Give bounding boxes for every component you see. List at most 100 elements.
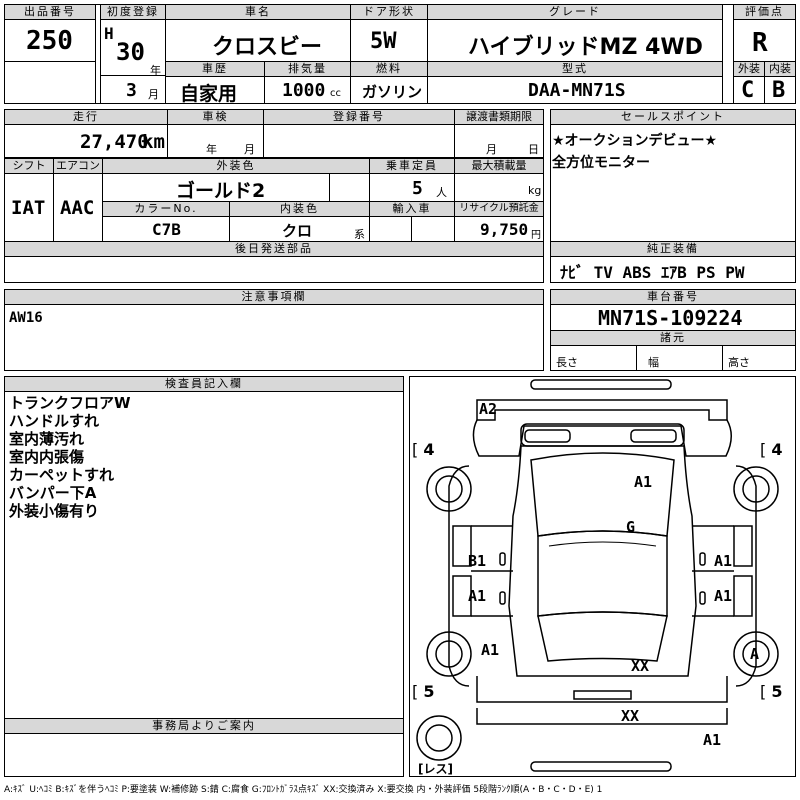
note-line: 室内薄汚れ — [9, 430, 85, 448]
spare-tire-status: [レス] — [418, 762, 453, 776]
score: R — [752, 28, 768, 58]
tire-fl-tread: [ 4 — [412, 440, 435, 459]
color-no: C7B — [152, 220, 181, 239]
lot-no-blank — [4, 61, 96, 104]
max-load-cell — [454, 173, 544, 202]
tire-rr-value: 5 — [771, 682, 783, 701]
transfer-day: 日 — [528, 143, 539, 156]
lot-no-label: 出品番号 — [4, 4, 96, 20]
caution: AW16 — [9, 310, 43, 326]
equipment-label: 純正装備 — [550, 241, 796, 257]
int-color-cell — [229, 216, 370, 242]
capacity-unit: 人 — [436, 186, 447, 199]
lot-no-cell — [4, 19, 96, 62]
inspection-cell — [167, 124, 264, 158]
max-load-unit: kg — [528, 184, 542, 197]
tire-rl-tread: [ 5 — [412, 682, 435, 701]
score-cell — [733, 19, 796, 62]
int-color-unit: 系 — [354, 228, 365, 241]
transfer-cell — [454, 124, 544, 158]
tire-rr-tread: [ 5 — [760, 682, 783, 701]
mark-roof-rear: XX — [631, 657, 650, 675]
equipment-cell — [550, 256, 796, 283]
chassis-label: 車台番号 — [550, 289, 796, 305]
note-line: 外装小傷有り — [9, 502, 100, 520]
grade: ハイブリッドMZ 4WD — [468, 35, 703, 60]
exterior: C — [741, 78, 755, 103]
mark-right-rear-door: A1 — [714, 587, 733, 605]
model-label: 型式 — [427, 61, 723, 77]
car-diagram-frame — [409, 376, 796, 777]
later-parts-label: 後日発送部品 — [4, 241, 544, 257]
interior: B — [772, 78, 786, 103]
chassis: MN71S-109224 — [598, 306, 743, 330]
transfer-month: 月 — [486, 143, 497, 156]
sales-point-1: ★オークションデビュー★ — [552, 133, 718, 149]
reg-no-cell — [263, 124, 455, 158]
car-name-label: 車名 — [165, 4, 351, 20]
mark-windshield: G — [626, 518, 636, 536]
ac-label: エアコン — [53, 158, 103, 174]
ext-color-label: 外装色 — [102, 158, 370, 174]
office-label: 事務局よりご案内 — [4, 718, 404, 734]
tire-fr-tread: [ 4 — [760, 440, 783, 459]
caution-label: 注意事項欄 — [4, 289, 544, 305]
tire-fr-value: 4 — [771, 440, 783, 459]
import-cell-b — [411, 216, 455, 242]
spec-height-cell — [722, 345, 796, 371]
mark-front-bumper: A2 — [479, 400, 498, 418]
fuel-label: 燃料 — [350, 61, 428, 77]
ac-cell — [53, 173, 103, 242]
spec-label: 諸元 — [550, 330, 796, 346]
inspection-month-unit: 月 — [244, 143, 255, 156]
tire-fl-value: 4 — [423, 440, 435, 459]
equipment: ﾅﾋﾞ TV ABS ｴｱB PS PW — [560, 263, 745, 282]
transfer-label: 譲渡書類期限 — [454, 109, 544, 125]
first-reg-year-unit: 年 — [150, 64, 161, 77]
model: DAA-MN71S — [528, 80, 626, 101]
displacement-label: 排気量 — [264, 61, 351, 77]
door-label: ドア形状 — [350, 4, 428, 20]
grade-label: グレード — [427, 4, 723, 20]
ext-color: ゴールド2 — [176, 180, 266, 202]
import-cell-a — [369, 216, 412, 242]
recycle-unit: 円 — [531, 230, 541, 241]
sales-point-label: セールスポイント — [550, 109, 796, 125]
fuel: ガソリン — [362, 83, 423, 101]
ext-color-extra — [329, 173, 370, 202]
reg-no-label: 登録番号 — [263, 109, 455, 125]
import-label: 輸入車 — [369, 201, 455, 217]
first-reg-month-cell — [100, 75, 166, 104]
max-load-label: 最大積載量 — [454, 158, 544, 174]
interior-label: 内装 — [764, 61, 796, 77]
note-line: ハンドルすれ — [9, 412, 100, 430]
first-reg-year: 30 — [116, 38, 145, 66]
note-line: バンパー下A — [9, 484, 97, 502]
mark-hood: A1 — [634, 473, 653, 491]
ac: AAC — [60, 197, 95, 219]
displacement-unit: cc — [330, 88, 341, 99]
door-cell — [350, 19, 428, 62]
mark-left-rear-fender: A1 — [481, 641, 500, 659]
first-reg-month: 3 — [126, 80, 137, 101]
shift-cell — [4, 173, 54, 242]
fuel-cell — [350, 76, 428, 104]
displacement: 1000 — [282, 80, 326, 101]
spec-length-label: 長さ — [556, 356, 578, 369]
mark-right-front-door: A1 — [714, 552, 733, 570]
inspection-label: 車検 — [167, 109, 264, 125]
exterior-cell — [733, 76, 765, 104]
mark-rear-panel: XX — [621, 707, 640, 725]
lot-no: 250 — [26, 26, 73, 56]
car-diagram — [416, 379, 779, 772]
recycle-label: リサイクル預託金 — [454, 201, 544, 217]
door: 5W — [370, 29, 397, 54]
history-label: 車歴 — [165, 61, 265, 77]
model-cell — [427, 76, 723, 104]
shift-label: シフト — [4, 158, 54, 174]
spec-height-label: 高さ — [728, 356, 750, 369]
inspector-notes: トランクフロアW ハンドルすれ 室内薄汚れ 室内内張傷 カーペットすれ バンパー… — [9, 394, 131, 520]
spec-width-cell — [636, 345, 723, 371]
inspection-year-unit: 年 — [206, 143, 217, 156]
first-reg-month-unit: 月 — [148, 88, 159, 101]
